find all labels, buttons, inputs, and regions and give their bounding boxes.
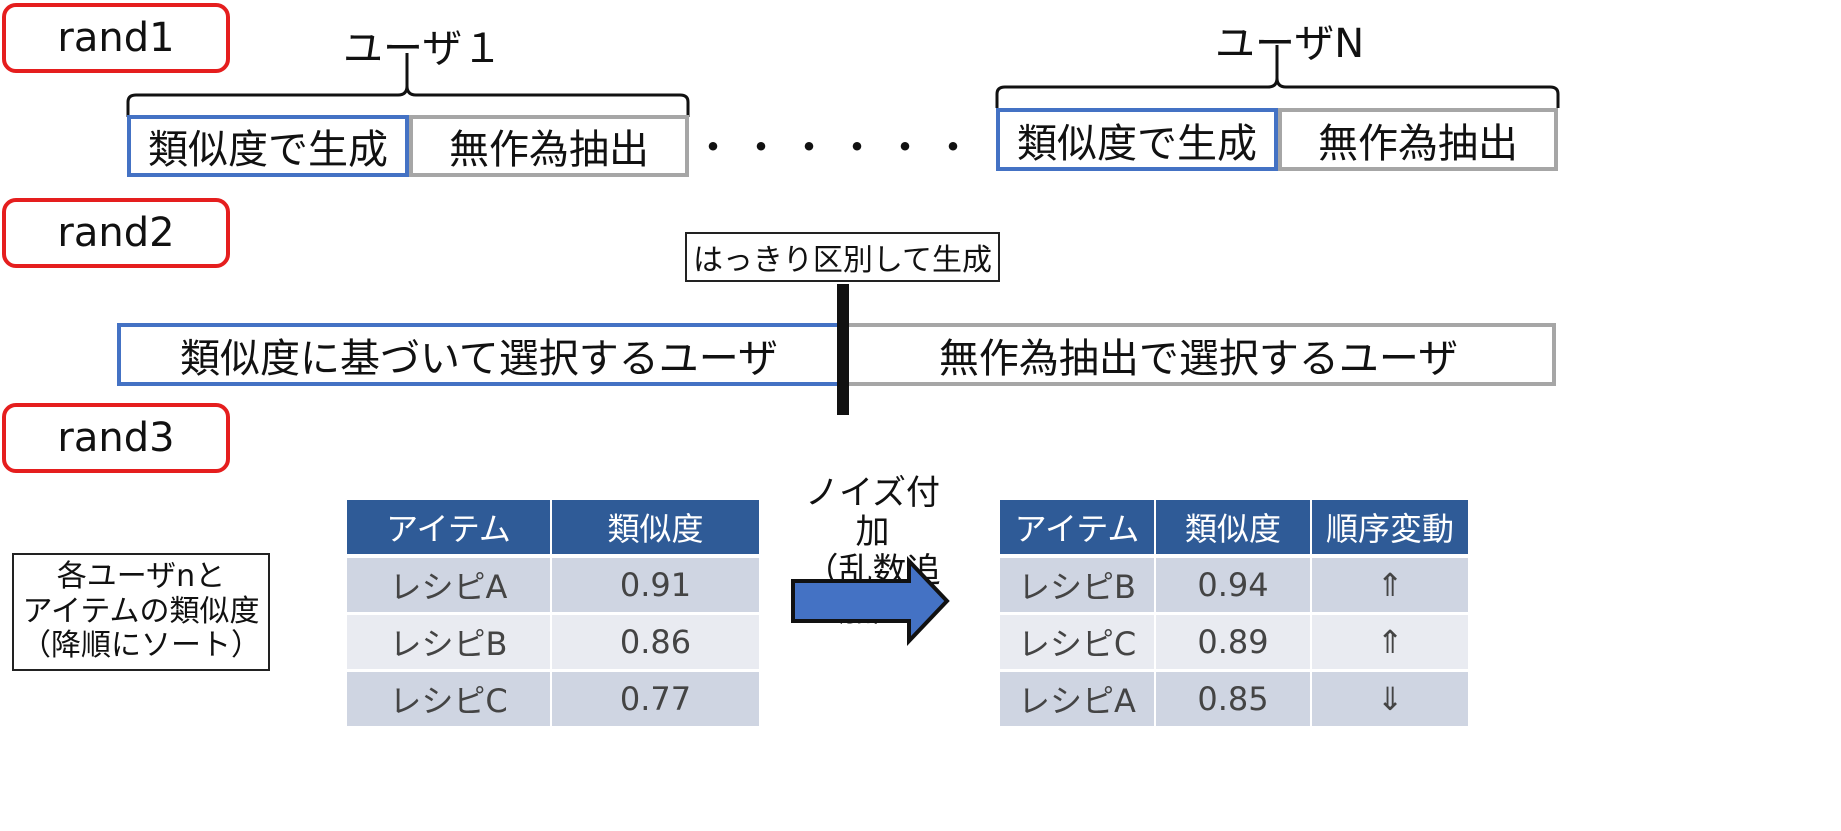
similarity-note-line-3: （降順にソート） [21,628,261,664]
table-row: レシピC 0.77 [347,672,759,729]
rand1-label: rand1 [2,3,230,73]
similarity-note-line-2: アイテムの類似度 [22,593,260,629]
after-row1-similarity: 0.94 [1156,558,1312,615]
similarity-note: 各ユーザnと アイテムの類似度 （降順にソート） [12,553,270,671]
before-row2-similarity: 0.86 [552,615,759,672]
after-header-similarity: 類似度 [1156,500,1312,558]
brace-user-last [995,45,1560,108]
similarity-users-box: 類似度に基づいて選択するユーザ [117,323,841,386]
noise-label-line-1: ノイズ付加 [805,473,940,553]
table-row: レシピB 0.86 [347,615,759,672]
table-row: レシピA 0.85 ⇓ [1000,672,1468,729]
after-row2-similarity: 0.89 [1156,615,1312,672]
table-row: レシピC 0.89 ⇑ [1000,615,1468,672]
before-header-similarity: 類似度 [552,500,759,558]
user-first-random-box: 無作為抽出 [409,115,689,177]
rand2-label: rand2 [2,198,230,268]
before-row1-similarity: 0.91 [552,558,759,615]
before-row3-item: レシピC [347,672,552,729]
user-last-similarity-box: 類似度で生成 [996,108,1278,171]
before-row1-item: レシピA [347,558,552,615]
user-braces [126,45,1560,117]
before-table-header: アイテム 類似度 [347,500,759,558]
after-table-header: アイテム 類似度 順序変動 [1000,500,1468,558]
user-last-random-box: 無作為抽出 [1278,108,1558,171]
noise-arrow-icon [791,555,950,647]
before-row3-similarity: 0.77 [552,672,759,729]
table-row: レシピA 0.91 [347,558,759,615]
user-first-label: ユーザ１ [343,26,503,72]
before-header-item: アイテム [347,500,552,558]
rank-up-icon: ⇑ [1312,615,1468,672]
before-row2-item: レシピB [347,615,552,672]
table-row: レシピB 0.94 ⇑ [1000,558,1468,615]
random-users-box: 無作為抽出で選択するユーザ [841,323,1556,386]
after-header-rank-change: 順序変動 [1312,500,1468,558]
after-header-item: アイテム [1000,500,1156,558]
after-row2-item: レシピC [1000,615,1156,672]
ellipsis: ・・・・・・ [693,125,981,171]
rank-down-icon: ⇓ [1312,672,1468,729]
after-row3-item: レシピA [1000,672,1156,729]
user-last-label: ユーザN [1215,21,1365,67]
divider-note: はっきり区別して生成 [685,232,1000,282]
rank-up-icon: ⇑ [1312,558,1468,615]
after-row1-item: レシピB [1000,558,1156,615]
brace-user-first [126,53,690,117]
similarity-note-line-1: 各ユーザnと [56,559,226,595]
rand3-label: rand3 [2,403,230,473]
divider-bar [837,284,849,415]
after-row3-similarity: 0.85 [1156,672,1312,729]
user-first-similarity-box: 類似度で生成 [127,115,409,177]
before-table: アイテム 類似度 レシピA 0.91 レシピB 0.86 レシピC 0.77 [347,500,759,729]
after-table: アイテム 類似度 順序変動 レシピB 0.94 ⇑ レシピC 0.89 ⇑ レシ… [1000,500,1468,729]
